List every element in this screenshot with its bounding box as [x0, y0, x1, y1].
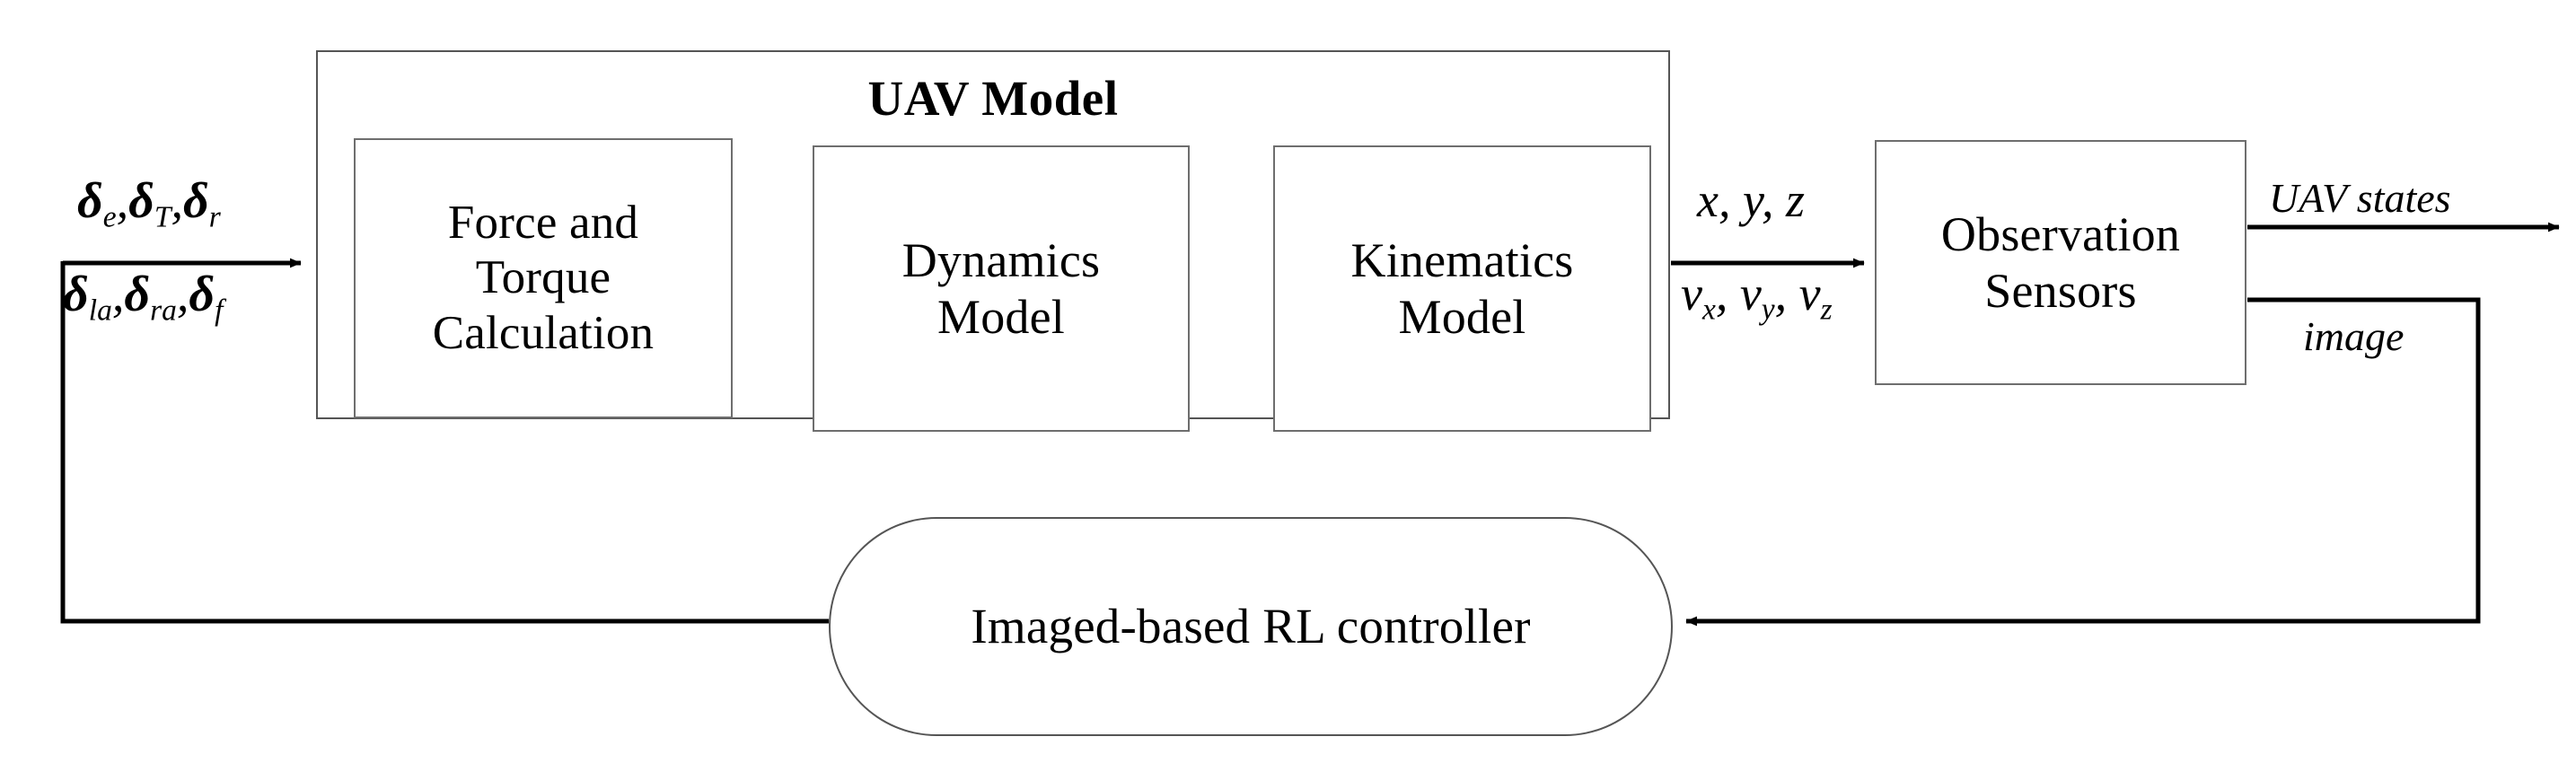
- signal-label-velocity: vx, vy, vz: [1681, 267, 1833, 327]
- block-rl-controller-label: Imaged-based RL controller: [971, 599, 1531, 654]
- signal-label-uav-states: UAV states: [2269, 175, 2451, 221]
- signal-label-position: x, y, z: [1697, 173, 1805, 227]
- signal-label-input-top: δe,δT,δr: [77, 173, 221, 234]
- block-imaged-based-rl-controller[interactable]: Imaged-based RL controller: [829, 517, 1673, 736]
- signal-label-image: image: [2303, 313, 2405, 359]
- signal-label-input-bottom: δla,δra,δf: [63, 267, 224, 328]
- uav-model-title: UAV Model: [867, 71, 1119, 126]
